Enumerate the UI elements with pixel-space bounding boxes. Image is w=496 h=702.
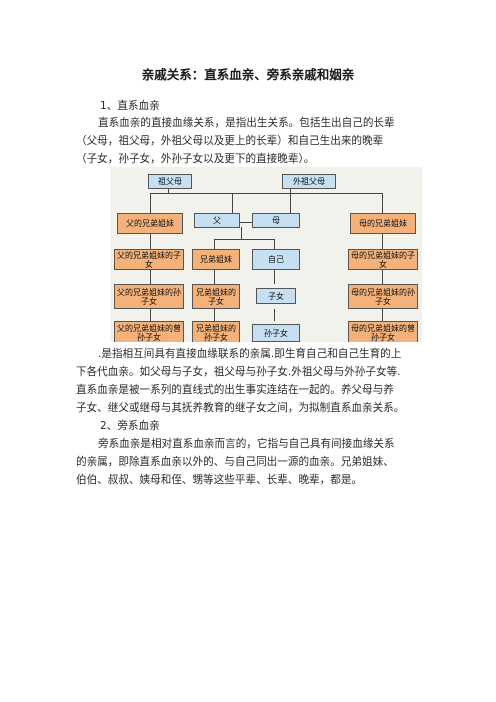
connector-line	[150, 193, 333, 194]
connector-line	[168, 188, 169, 194]
connector-line	[214, 239, 215, 249]
connector-line	[232, 193, 233, 213]
section-1-heading: 1、直系血亲	[100, 100, 160, 112]
box-maternal-grandparents: 外祖父母	[282, 174, 336, 189]
connector-line	[150, 309, 151, 321]
box-self: 自己	[252, 249, 300, 270]
section-2-heading: 2、旁系血亲	[100, 420, 160, 432]
text-line: .是指相互间具有直接血缘联系的亲属.即生育自己和自己生育的上	[98, 348, 402, 360]
kinship-diagram: 祖父母 外祖父母 父的兄弟姐妹 父 母 母的兄弟姐妹 父的兄弟姐妹的子女 兄弟姐…	[110, 167, 422, 342]
text-line: （父母，祖父母，外祖父母以及更上的长辈）和自己生出来的晚辈	[76, 135, 384, 147]
connector-line	[382, 193, 383, 213]
section-2-paragraph: 旁系血亲是相对直系血亲而言的，它指与自己具有间接血缘关系 的亲属，即除直系血亲以…	[76, 435, 421, 489]
text-line: （子女，孙子女，外孙子女以及更下的直接晚辈）。	[76, 153, 315, 165]
text-line: 下各代血亲。如父母与子女，祖父母与孙子女.外祖父母与外孙子女等.	[76, 366, 401, 378]
text-line: 直系血亲的直接血缘关系，是指出生关系。包括生出自己的长辈	[98, 117, 395, 129]
connector-line	[382, 309, 383, 321]
connector-line	[274, 270, 275, 284]
connector-line	[274, 309, 275, 321]
box-mother-siblings: 母的兄弟姐妹	[350, 213, 416, 234]
box-father-siblings-grandchildren: 父的兄弟姐妹的孙子女	[114, 284, 184, 309]
box-children: 子女	[256, 288, 296, 304]
box-siblings-children: 兄弟姐妹的子女	[192, 284, 240, 309]
text-line: 子女、继父或继母与其抚养教育的继子女之间，为拟制直系血亲关系。	[76, 402, 405, 414]
text-line: 的亲属，即除直系血亲以外的、与自己同出一源的血亲。兄弟姐妹、	[76, 456, 394, 468]
document-title: 亲戚关系：直系血亲、旁系亲戚和姻亲	[141, 67, 355, 82]
connector-line	[382, 233, 383, 249]
connector-line	[150, 193, 151, 213]
box-mother: 母	[252, 213, 300, 228]
connector-line	[214, 270, 215, 284]
connector-line	[214, 239, 274, 240]
section-1-paragraph-2: .是指相互间具有直接血缘联系的亲属.即生育自己和自己生育的上 下各代血亲。如父母…	[76, 345, 421, 417]
connector-line	[290, 188, 291, 213]
box-grandchildren: 孙子女	[252, 324, 300, 342]
connector-line	[290, 193, 382, 194]
section-1-paragraph: 直系血亲的直接血缘关系，是指出生关系。包括生出自己的长辈 （父母，祖父母，外祖父…	[76, 114, 421, 168]
connector-line	[150, 270, 151, 284]
box-siblings-grandchildren: 兄弟姐妹的孙子女	[192, 321, 240, 342]
connector-line	[150, 233, 151, 249]
connector-line	[274, 239, 275, 249]
box-father-siblings-children: 父的兄弟姐妹的子女	[114, 249, 184, 270]
box-mother-siblings-great-grandchildren: 母的兄弟姐妹的曾孙子女	[348, 321, 418, 342]
text-line: 旁系血亲是相对直系血亲而言的，它指与自己具有间接血缘关系	[98, 438, 395, 450]
box-mother-siblings-grandchildren: 母的兄弟姐妹的孙子女	[348, 284, 418, 309]
text-line: 直系血亲是被一系列的直线式的出生事实连结在一起的。养父母与养	[76, 384, 394, 396]
connector-line	[382, 270, 383, 284]
box-siblings: 兄弟姐妹	[192, 249, 240, 270]
box-father-siblings: 父的兄弟姐妹	[117, 213, 183, 234]
text-line: 伯伯、叔叔、姨母和侄、甥等这些平辈、长辈、晚辈，都是。	[76, 474, 363, 486]
connector-line	[214, 309, 215, 321]
box-mother-siblings-children: 母的兄弟姐妹的子女	[348, 249, 418, 270]
connector-line	[241, 227, 242, 239]
box-father: 父	[194, 213, 240, 228]
box-paternal-grandparents: 祖父母	[148, 174, 192, 189]
box-father-siblings-great-grandchildren: 父的兄弟姐妹的曾孙子女	[114, 321, 184, 342]
